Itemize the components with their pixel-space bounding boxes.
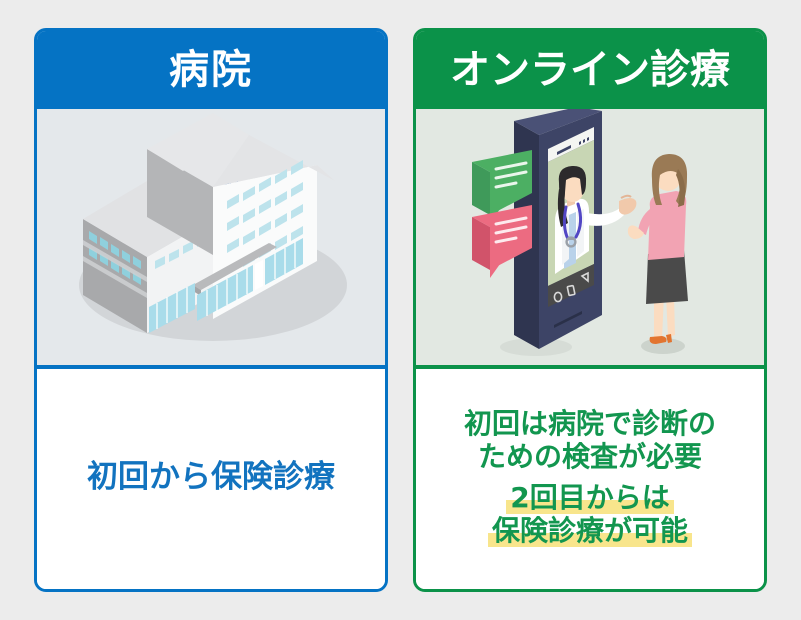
- hospital-caption-line-1: 初回から保険診療: [87, 458, 335, 495]
- online-caption: 初回は病院で診断の ための検査が必要 2回目からは 保険診療が可能: [416, 369, 764, 589]
- online-caption-line-2: ための検査が必要: [477, 440, 702, 474]
- card-hospital-header: 病院: [37, 31, 385, 109]
- online-caption-line-4: 保険診療が可能: [487, 513, 692, 547]
- card-online-header: オンライン診療: [416, 31, 764, 109]
- card-hospital: 病院: [34, 28, 388, 592]
- online-consultation-illustration: [472, 109, 688, 356]
- card-online: オンライン診療: [413, 28, 767, 592]
- online-caption-line-1: 初回は病院で診断の: [463, 407, 716, 441]
- online-caption-line-3: 2回目からは: [506, 480, 674, 514]
- hospital-building-illustration: [79, 113, 347, 341]
- hospital-caption: 初回から保険診療: [37, 369, 385, 589]
- online-illustration-pane: [416, 109, 764, 369]
- hospital-illustration-pane: [37, 109, 385, 369]
